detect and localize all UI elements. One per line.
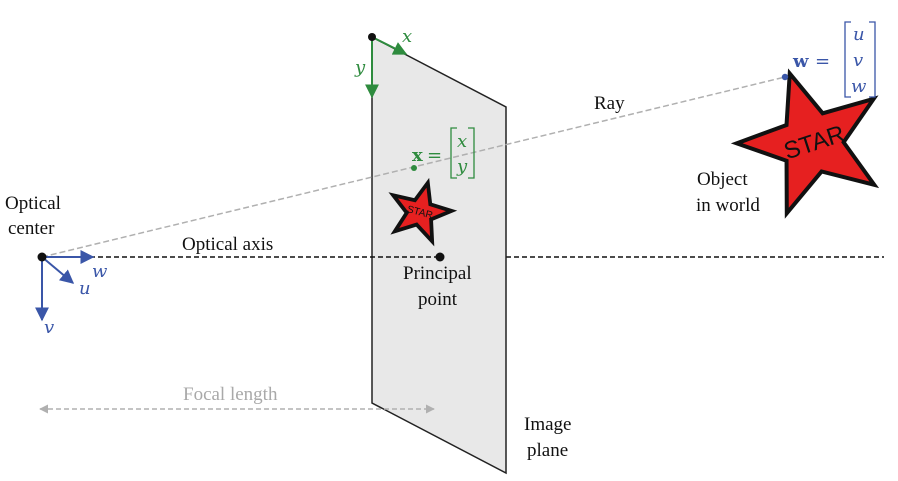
image-point-dot [411, 165, 417, 171]
object-label-line2: in world [696, 195, 760, 216]
image-x-axis-label: x [402, 26, 412, 47]
world-point-component-v: v [853, 50, 863, 71]
image-star: STAR [388, 177, 458, 247]
optical-axis-label: Optical axis [182, 234, 273, 255]
world-point-symbol: w [792, 51, 809, 72]
principal-point-label-line2: point [418, 289, 458, 310]
optical-center-label-line1: Optical [5, 193, 61, 214]
image-x-axis [371, 36, 408, 55]
object-label-line1: Object [697, 169, 748, 190]
image-origin-dot [368, 33, 376, 41]
image-y-axis-label: y [354, 57, 366, 78]
principal-point-dot [435, 252, 445, 262]
optical-center-dot [37, 252, 47, 262]
image-point-component-x: x [457, 131, 467, 152]
optical-center-label-line2: center [8, 218, 55, 239]
world-star: STAR [730, 68, 880, 219]
camera-u-axis [41, 256, 75, 284]
camera-w-axis-label: w [92, 261, 108, 282]
world-point-equals: = [815, 51, 830, 72]
world-point-component-w: w [851, 76, 867, 97]
world-point-bracket-right [869, 21, 876, 98]
image-plane-label-line2: plane [527, 440, 568, 461]
ray-label: Ray [594, 93, 625, 114]
focal-length-label: Focal length [183, 384, 278, 405]
world-point-vector: w = u v w [792, 21, 876, 98]
image-point-equals: = [427, 145, 442, 166]
camera-u-axis-label: u [79, 278, 91, 299]
image-point-component-y: y [456, 156, 468, 177]
image-point-vector: x = x y [412, 127, 475, 179]
image-plane-label-line1: Image [524, 414, 571, 435]
camera-v-axis-label: v [44, 317, 54, 338]
principal-point-label-line1: Principal [403, 263, 472, 284]
world-point-component-u: u [853, 24, 865, 45]
image-point-bracket-right [468, 127, 475, 179]
image-point-bracket-left [450, 127, 457, 179]
world-point-dot [781, 73, 789, 81]
image-point-symbol: x [412, 145, 423, 166]
world-point-bracket-left [844, 21, 851, 98]
